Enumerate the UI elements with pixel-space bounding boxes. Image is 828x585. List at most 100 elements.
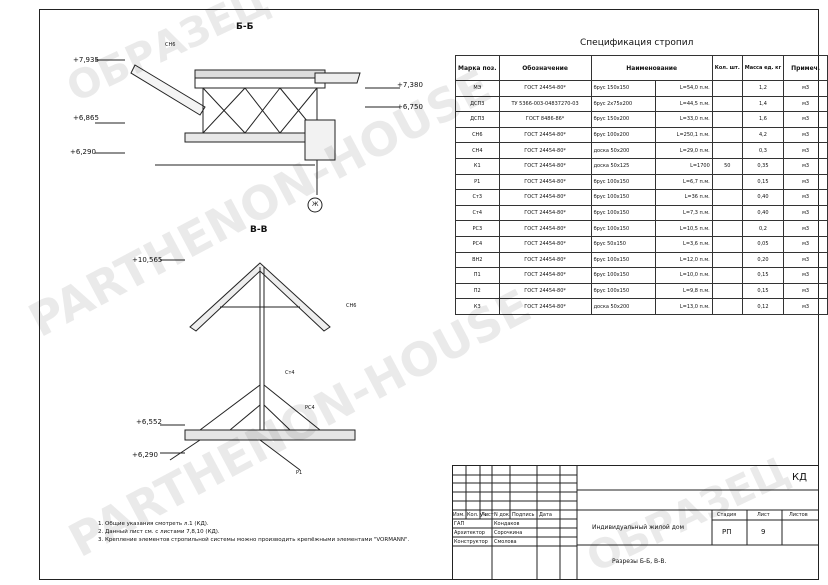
spec-cell: Ст3 xyxy=(455,189,500,206)
spec-cell: L=6,7 п.м. xyxy=(655,173,713,191)
stage-value: РП xyxy=(722,528,732,536)
spec-cell: 50 xyxy=(711,157,743,175)
spec-cell: ГОСТ 24454-80* xyxy=(498,126,592,144)
sheet-value: 9 xyxy=(761,528,766,536)
stage-label: Стадия xyxy=(717,512,737,518)
spec-header: Наименование xyxy=(590,55,713,81)
spec-cell xyxy=(711,142,743,159)
spec-cell: брус 2х75х200 xyxy=(590,95,657,113)
spec-cell: ГОСТ 24454-80* xyxy=(498,142,592,159)
spec-title: Спецификация стропил xyxy=(580,38,694,48)
spec-cell: 0,12 xyxy=(741,298,785,315)
spec-cell: 0,3 xyxy=(741,142,785,159)
spec-cell: брус 50х150 xyxy=(590,235,657,253)
col-label: Кол. уч. xyxy=(467,512,488,518)
spec-cell: ДСП3 xyxy=(455,95,500,113)
doc-code: КД xyxy=(792,472,807,483)
spec-cell: L=13,0 п.м. xyxy=(655,298,713,315)
note-3: 3. Крепление элементов стропильной систе… xyxy=(98,537,410,543)
col-label: Изм. xyxy=(453,512,465,518)
spec-cell: м3 xyxy=(783,282,828,300)
spec-cell: ГОСТ 24454-80* xyxy=(498,298,592,315)
spec-cell: брус 150х150 xyxy=(590,80,657,97)
spec-cell: L=3,6 п.м. xyxy=(655,235,713,253)
mark-v-3: +6,290 xyxy=(132,451,158,459)
spec-cell: доска 50х125 xyxy=(590,157,657,175)
spec-cell: ГОСТ 24454-80* xyxy=(498,282,592,300)
spec-cell: ТУ 5366-003-04837270-03 xyxy=(498,95,592,113)
spec-cell xyxy=(711,235,743,253)
spec-cell: 4,2 xyxy=(741,126,785,144)
spec-cell: ГОСТ 24454-80* xyxy=(498,267,592,284)
col-label: Дата xyxy=(539,512,552,518)
mark-b-1: +7,935 xyxy=(73,56,99,64)
role-label: Конструктор xyxy=(454,539,488,545)
spec-cell: брус 150х200 xyxy=(590,111,657,128)
spec-cell: брус 100х150 xyxy=(590,267,657,284)
spec-cell: доска 50х200 xyxy=(590,298,657,315)
col-label: Лист xyxy=(481,512,494,518)
title-block: Изм. Кол. уч. Лист N док. Подпись Дата Г… xyxy=(452,465,819,580)
label-v-r1: Р1 xyxy=(296,470,303,476)
mark-b-3: +6,290 xyxy=(70,148,96,156)
spec-cell: м3 xyxy=(783,126,828,144)
mark-b-2: +6,865 xyxy=(73,114,99,122)
spec-cell: м3 xyxy=(783,298,828,315)
spec-cell xyxy=(711,126,743,144)
spec-header: Примеч. xyxy=(783,55,828,81)
spec-cell: 1,6 xyxy=(741,111,785,128)
spec-cell: м3 xyxy=(783,235,828,253)
spec-cell: ГОСТ 24454-80* xyxy=(498,220,592,237)
label-b-node: Ж xyxy=(312,201,319,208)
spec-cell: ГОСТ 24454-80* xyxy=(498,189,592,206)
spec-cell: брус 100х150 xyxy=(590,173,657,191)
spec-cell xyxy=(711,95,743,113)
spec-cell: ВН2 xyxy=(455,251,500,269)
spec-cell: СН6 xyxy=(455,126,500,144)
spec-cell: ГОСТ 24454-80* xyxy=(498,157,592,175)
spec-cell: РС4 xyxy=(455,235,500,253)
spec-cell: 1,4 xyxy=(741,95,785,113)
label-b-sn6: СН6 xyxy=(165,42,176,48)
spec-cell: м3 xyxy=(783,95,828,113)
spec-cell: П1 xyxy=(455,267,500,284)
spec-cell: 0,15 xyxy=(741,267,785,284)
spec-cell: ГОСТ 24454-80* xyxy=(498,80,592,97)
spec-cell: РС3 xyxy=(455,220,500,237)
spec-table: Марка поз. Обозначение Наименование Кол.… xyxy=(455,55,828,315)
spec-header: Марка поз. xyxy=(455,55,500,81)
spec-cell: м3 xyxy=(783,204,828,222)
spec-cell: L=44,5 п.м. xyxy=(655,95,713,113)
col-label: Подпись xyxy=(512,512,535,518)
spec-cell: ГОСТ 24454-80* xyxy=(498,173,592,191)
note-2: 2. Данный лист см. с листами 7,8,10 (КД)… xyxy=(98,529,220,535)
section-v-title: В-В xyxy=(250,225,268,235)
label-v-rs4: РС4 xyxy=(305,405,315,411)
mark-b-5: +6,750 xyxy=(397,103,423,111)
spec-cell: Р1 xyxy=(455,173,500,191)
col-label: N док. xyxy=(494,512,511,518)
note-1: 1. Общие указания смотреть л.1 (КД). xyxy=(98,521,209,527)
spec-cell: брус 100х150 xyxy=(590,220,657,237)
role-label: Архитектор xyxy=(454,530,485,536)
spec-cell: доска 50х200 xyxy=(590,142,657,159)
spec-cell: 0,05 xyxy=(741,235,785,253)
section-v-drawing xyxy=(160,259,356,471)
spec-header: Обозначение xyxy=(498,55,592,81)
sheet-label: Лист xyxy=(757,512,770,518)
spec-cell: брус 100х150 xyxy=(590,189,657,206)
spec-header: Кол. шт. xyxy=(711,55,743,81)
spec-cell xyxy=(711,204,743,222)
spec-cell: L=54,0 п.м. xyxy=(655,80,713,97)
spec-cell: ГОСТ 24454-80* xyxy=(498,235,592,253)
notes: 1. Общие указания смотреть л.1 (КД). 2. … xyxy=(98,520,409,544)
spec-cell: 0,15 xyxy=(741,173,785,191)
